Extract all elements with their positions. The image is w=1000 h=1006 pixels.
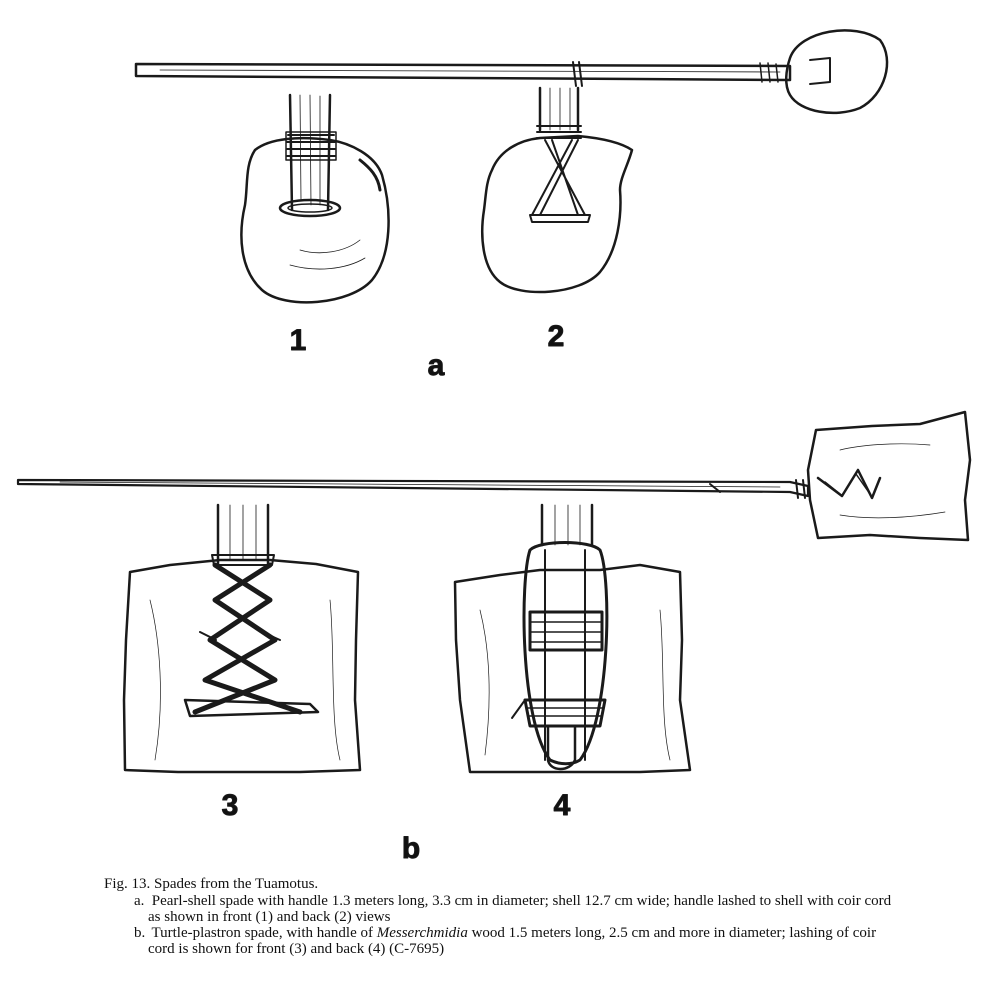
spade-drawings: 1 2 a 3 4 b: [16, 29, 972, 866]
caption-item-b-text-after: wood 1.5 meters long, 2.5 cm and more in…: [148, 925, 877, 957]
plastron-front-view: [122, 503, 362, 774]
turtle-plastron-spade-full: [16, 410, 972, 542]
group-label-a: a: [428, 349, 445, 382]
group-label-b: b: [402, 832, 420, 865]
caption-item-a: a. Pearl-shell spade with handle 1.3 met…: [104, 893, 904, 925]
caption-item-b-tag: b.: [134, 925, 146, 941]
view-label-2: 2: [548, 320, 565, 353]
plastron-back-view: [453, 503, 692, 774]
view-label-1: 1: [290, 324, 307, 357]
caption-item-a-tag: a.: [134, 893, 145, 909]
figure-caption: Fig. 13. Spades from the Tuamotus. a. Pe…: [104, 876, 904, 957]
view-label-3: 3: [222, 789, 239, 822]
caption-item-b: b. Turtle-plastron spade, with handle of…: [104, 925, 904, 957]
pearl-shell-spade-full: [134, 29, 889, 115]
pearl-shell-back-view: [481, 86, 634, 294]
caption-title: Fig. 13. Spades from the Tuamotus.: [104, 876, 319, 892]
caption-item-a-text: Pearl-shell spade with handle 1.3 meters…: [148, 893, 892, 925]
pearl-shell-front-view: [240, 93, 390, 304]
caption-item-b-species: Messerchmidia: [376, 925, 468, 941]
view-label-4: 4: [554, 789, 571, 822]
caption-item-b-text-before: Turtle-plastron spade, with handle of: [151, 925, 377, 941]
